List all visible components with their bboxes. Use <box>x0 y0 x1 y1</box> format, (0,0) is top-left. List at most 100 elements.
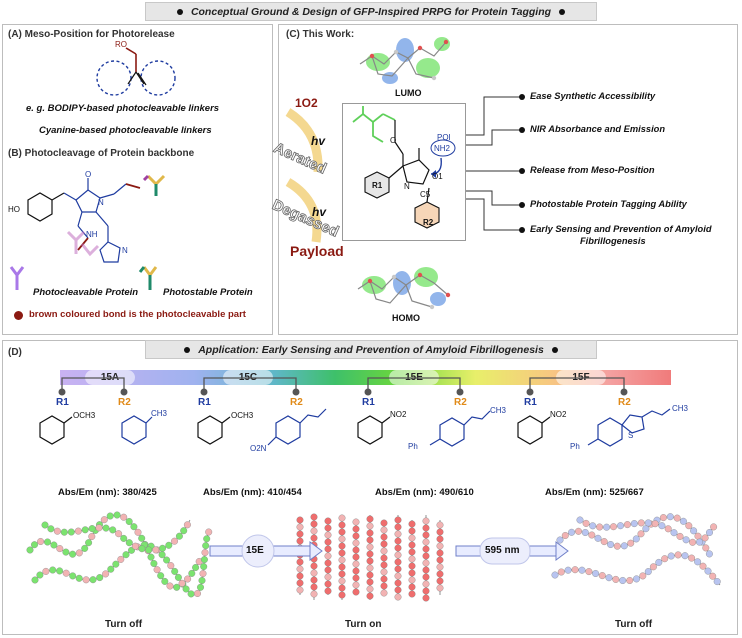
bead <box>174 573 182 581</box>
bead <box>380 575 388 583</box>
arrow-595nm-label: 595 nm <box>485 545 520 556</box>
bead <box>682 536 690 544</box>
bead <box>201 549 209 557</box>
substituent-structures <box>39 408 671 447</box>
bead <box>589 522 597 530</box>
bead <box>607 541 615 549</box>
bead <box>688 554 696 562</box>
bead <box>203 535 211 543</box>
abs-em-15f: Abs/Em (nm): 525/667 <box>545 487 644 498</box>
bead <box>138 545 146 553</box>
feature-bullet-icon <box>519 127 525 133</box>
bead <box>380 540 388 548</box>
bead <box>422 573 430 581</box>
abs-em-15e: Abs/Em (nm): 490/610 <box>375 487 474 498</box>
bead <box>649 563 657 571</box>
bead <box>581 529 589 537</box>
note-bullet-icon <box>14 311 23 320</box>
bead <box>366 543 374 551</box>
bead <box>422 580 430 588</box>
bead <box>42 567 50 575</box>
bead <box>588 531 596 539</box>
bead <box>88 525 96 533</box>
bead <box>366 550 374 558</box>
homo-orbital-drawing <box>357 267 451 310</box>
arrow-595nm <box>455 537 569 565</box>
bead <box>188 569 196 577</box>
panel-a-line-2: Cyanine-based photocleavable linkers <box>39 125 212 136</box>
bullet-icon <box>559 8 566 15</box>
bead <box>701 534 709 542</box>
bead <box>394 593 402 601</box>
bead <box>31 576 39 584</box>
bead <box>338 591 346 599</box>
bead <box>709 572 717 580</box>
nh2-label: NH2 <box>434 144 451 153</box>
bead <box>117 555 125 563</box>
bead <box>310 513 318 521</box>
bead <box>366 536 374 544</box>
bead <box>422 524 430 532</box>
bead <box>31 541 39 549</box>
poi-label: POI <box>437 133 451 142</box>
bead <box>673 514 681 522</box>
bead <box>352 560 360 568</box>
bead <box>138 534 146 542</box>
bead <box>310 527 318 535</box>
bead <box>664 525 672 533</box>
hv-label-2: hv <box>312 205 327 219</box>
sub-15c-r2: O2N <box>250 444 267 453</box>
bead <box>600 538 608 546</box>
feature-bullet-icon <box>519 227 525 233</box>
bead <box>62 548 70 556</box>
bead <box>200 563 208 571</box>
bead <box>394 572 402 580</box>
bead <box>69 550 77 558</box>
bead <box>644 519 652 527</box>
bead <box>436 528 444 536</box>
bead <box>713 578 721 586</box>
bead <box>380 519 388 527</box>
singlet-oxygen-text: 1O2 <box>295 96 318 110</box>
singlet-oxygen-label: 1O2 <box>295 96 318 110</box>
bead <box>633 575 641 583</box>
bead <box>380 547 388 555</box>
bead <box>324 538 332 546</box>
bead <box>605 574 613 582</box>
bead <box>575 527 583 535</box>
bead <box>112 560 120 568</box>
bead <box>37 538 45 546</box>
bead <box>310 562 318 570</box>
bead <box>324 524 332 532</box>
bead <box>175 532 183 540</box>
bullet-icon <box>551 346 558 353</box>
bead <box>561 532 569 540</box>
spectrum-gradient-bar <box>60 370 671 385</box>
title-banner: Conceptual Ground & Design of GFP-Inspir… <box>145 2 597 21</box>
ch3-15e: CH3 <box>490 406 507 415</box>
bead <box>408 548 416 556</box>
thiophene-s-label: S <box>628 431 634 440</box>
bead <box>122 551 130 559</box>
bead <box>166 582 174 590</box>
bead <box>408 569 416 577</box>
bead <box>26 546 34 554</box>
bead <box>408 583 416 591</box>
bead-group-2 <box>296 513 444 602</box>
bead <box>310 583 318 591</box>
feature-item: Early Sensing and Prevention of Amyloid <box>530 224 712 234</box>
bead <box>576 516 584 524</box>
bead <box>710 523 718 531</box>
bead <box>152 546 160 554</box>
bead <box>338 570 346 578</box>
bead <box>366 557 374 565</box>
bead <box>41 521 49 529</box>
bead <box>706 529 714 537</box>
bead <box>171 567 179 575</box>
bead <box>324 580 332 588</box>
o1-label: O1 <box>432 172 443 181</box>
bead <box>436 577 444 585</box>
lumo-orbital-drawing <box>359 37 450 84</box>
bead <box>180 527 188 535</box>
bead <box>394 523 402 531</box>
